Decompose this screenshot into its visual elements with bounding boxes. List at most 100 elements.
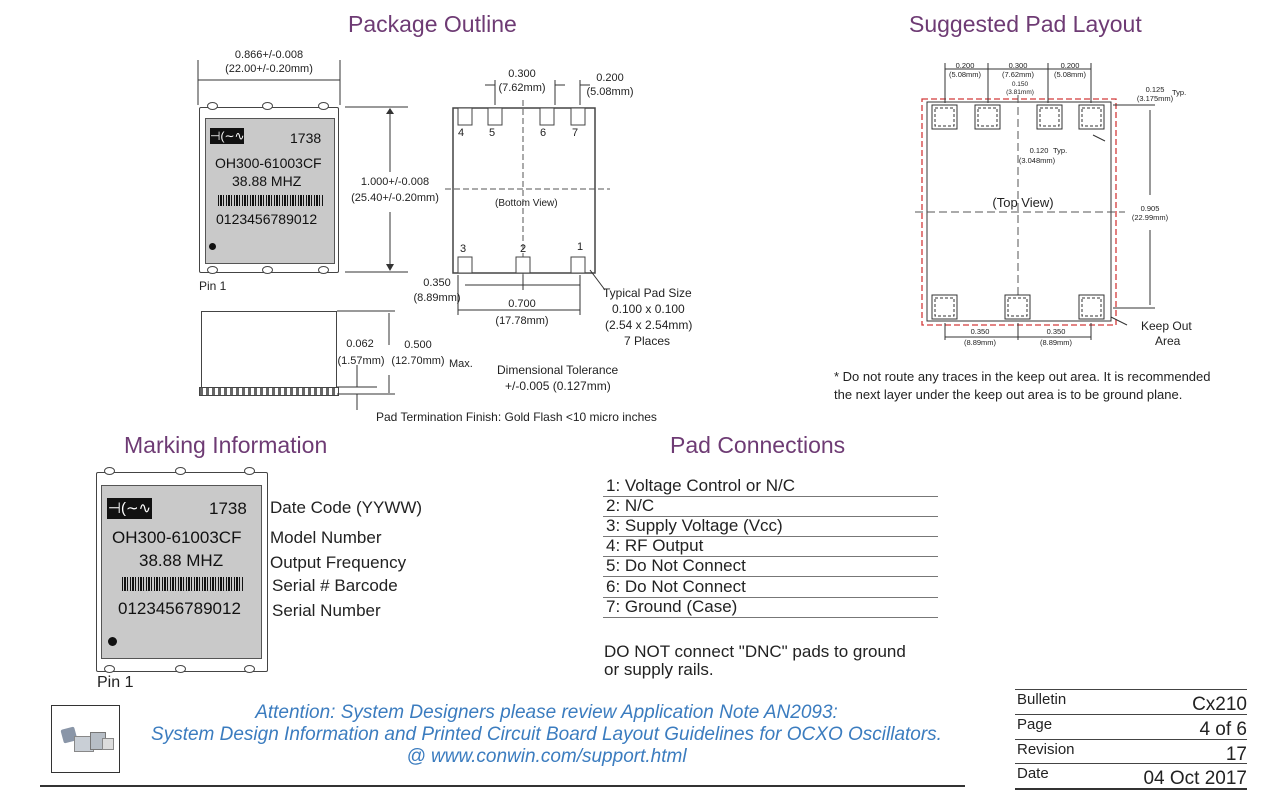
bulletin-value: Cx210	[1192, 694, 1247, 715]
pin1-label: Pin 1	[199, 279, 227, 293]
chip-model: OH300-61003CF	[215, 155, 322, 171]
attention-link[interactable]: @ www.conwin.com/support.html	[406, 746, 687, 767]
pad-connections-heading: Pad Connections	[670, 432, 846, 458]
pin1-dot	[209, 243, 216, 250]
connection-row: 4: RF Output	[603, 536, 938, 557]
pin-hole	[262, 266, 273, 274]
pad-bottom-dim-2: 0.350	[1046, 327, 1066, 336]
connection-text: 5: Do Not Connect	[606, 556, 746, 575]
height-dimension-mm: (25.40+/-0.20mm)	[351, 192, 439, 204]
page-row: Page 4 of 6	[1015, 714, 1247, 740]
left-dim-mm: (8.89mm)	[413, 292, 461, 304]
pin-hole	[207, 266, 218, 274]
connection-text: 1: Voltage Control or N/C	[606, 476, 795, 495]
pin-number-4: 4	[458, 127, 465, 139]
marking-pin1-label: Pin 1	[97, 674, 134, 691]
pin-number-6: 6	[540, 127, 547, 139]
page-key: Page	[1017, 716, 1053, 733]
connection-row: 2: N/C	[603, 496, 938, 517]
revision-row: Revision 17	[1015, 739, 1247, 765]
pad-size: 0.100 x 0.100	[612, 302, 685, 316]
package-outline-heading: Package Outline	[348, 11, 517, 37]
side-pads	[199, 387, 339, 396]
bottom-view-label: (Bottom View)	[495, 198, 558, 209]
revision-key: Revision	[1017, 741, 1075, 758]
revision-value: 17	[1225, 744, 1247, 765]
pad-bottom-dim-1: 0.350	[970, 327, 990, 336]
component-image	[102, 738, 114, 750]
footer-rule	[40, 785, 965, 787]
connection-text: 7: Ground (Case)	[606, 597, 738, 616]
pin-number-3: 3	[460, 243, 467, 255]
bottom-edge: 0.200	[596, 72, 624, 84]
side-dimension-lines	[337, 310, 395, 410]
date-value: 04 Oct 2017	[1143, 768, 1247, 789]
pin-hole	[104, 467, 115, 475]
chip-serial: 0123456789012	[216, 211, 318, 227]
pin-number-5: 5	[489, 127, 496, 139]
chip-date-code: 1738	[290, 130, 322, 146]
height-dimension-lines	[345, 106, 408, 273]
connection-text: 4: RF Output	[606, 536, 704, 555]
bottom-edge-mm: (5.08mm)	[586, 86, 634, 98]
attention-line-1: Attention: System Designers please revie…	[255, 702, 838, 723]
pin-hole	[175, 467, 186, 475]
pin-hole	[244, 467, 255, 475]
height-max-dim-mm: (12.70mm)	[391, 355, 445, 367]
pin-hole	[207, 102, 218, 110]
pad-typ-dim: 0.120	[1029, 146, 1049, 155]
pad-layout-drawing	[915, 63, 1155, 340]
finish-note: Pad Termination Finish: Gold Flash <10 m…	[376, 410, 657, 424]
keep-out-label: Keep Out	[1141, 319, 1192, 333]
pin-hole	[175, 665, 186, 673]
side-body	[201, 311, 337, 389]
connection-row: 6: Do Not Connect	[603, 577, 938, 598]
connection-text: 2: N/C	[606, 496, 655, 515]
pin-number-2: 2	[520, 243, 527, 255]
pad-places: 7 Places	[624, 334, 671, 348]
pad-bottom-dim-2-mm: (8.89mm)	[1039, 338, 1073, 347]
pad-center-dim: 0.150	[1011, 81, 1029, 88]
bulletin-row: Bulletin Cx210	[1015, 689, 1247, 715]
marking-information-heading: Marking Information	[124, 432, 328, 458]
marking-date-code: 1738	[209, 499, 247, 518]
connection-row: 5: Do Not Connect	[603, 556, 938, 577]
height-max-label: Max.	[449, 358, 473, 370]
connection-row: 7: Ground (Case)	[603, 597, 938, 618]
tolerance-value: +/-0.005 (0.127mm)	[505, 379, 611, 393]
product-thumbnail	[51, 705, 120, 773]
height-dimension: 1.000+/-0.008	[360, 176, 430, 188]
right-dim: 0.905	[1140, 204, 1160, 213]
top-view-dimension-lines	[197, 60, 341, 105]
pin-number-7: 7	[572, 127, 579, 139]
keep-out-note-2: the next layer under the keep out area i…	[834, 387, 1183, 402]
pin1-dot	[108, 637, 117, 646]
pin-hole	[262, 102, 273, 110]
span-dim: 0.700	[508, 298, 536, 310]
label-serial-number: Serial Number	[272, 601, 381, 620]
chip-barcode	[218, 195, 323, 206]
chip-frequency: 38.88 MHZ	[232, 173, 302, 189]
standoff-dim-mm: (1.57mm)	[337, 355, 385, 367]
pad-top-dim-1: 0.200	[955, 61, 975, 70]
label-model-number: Model Number	[270, 528, 382, 547]
bulletin-key: Bulletin	[1017, 691, 1067, 708]
span-dim-mm: (17.78mm)	[495, 315, 549, 327]
pad-bottom-dim-1-mm: (8.89mm)	[963, 338, 997, 347]
pad-typ-label: Typ.	[1053, 146, 1068, 155]
pad-top-dim-3: 0.200	[1060, 61, 1080, 70]
date-key: Date	[1017, 765, 1049, 782]
label-output-frequency: Output Frequency	[270, 553, 407, 572]
tolerance-title: Dimensional Tolerance	[497, 363, 619, 377]
pad-top-dim-1-mm: (5.08mm)	[948, 70, 982, 79]
connection-row: 3: Supply Voltage (Vcc)	[603, 516, 938, 537]
bottom-view-drawing	[445, 80, 610, 315]
pad-top-dim-2: 0.300	[1008, 61, 1028, 70]
marking-barcode	[122, 577, 243, 591]
pin-number-1: 1	[577, 241, 584, 253]
marking-serial: 0123456789012	[118, 599, 241, 618]
dnc-note-2: or supply rails.	[604, 660, 714, 679]
connection-text: 3: Supply Voltage (Vcc)	[606, 516, 783, 535]
pad-size-title: Typical Pad Size	[603, 286, 692, 300]
suggested-pad-layout-heading: Suggested Pad Layout	[909, 11, 1142, 37]
